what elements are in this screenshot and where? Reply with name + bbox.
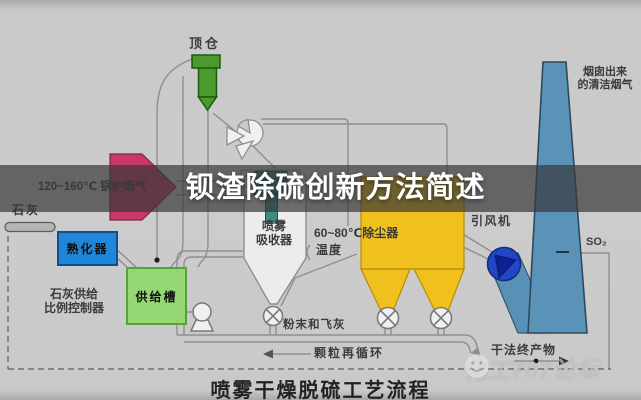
- powder-fly-ash-label: 粉末和飞灰: [283, 319, 346, 331]
- duct-b: [263, 123, 448, 215]
- product-arrowhead: [559, 356, 569, 366]
- supply-tank-box: 供给槽: [126, 267, 187, 325]
- dry-product-label: 干法终产物: [491, 343, 557, 357]
- product-dot: [533, 358, 539, 364]
- particle-recycle-label: 颗粒再循环: [314, 346, 385, 360]
- spray-absorber-line1: 喷雾: [261, 219, 286, 233]
- ratio-controller-line1: 石灰供给: [49, 287, 98, 301]
- ratio-controller-label: 石灰供给 比例控制器: [30, 287, 118, 315]
- top-bin-cone: [197, 96, 218, 112]
- top-bin-cap: [191, 54, 221, 69]
- atomizer-triangle-bottom: [235, 139, 255, 161]
- banner-title-text: 钡渣除硫创新方法简述: [185, 172, 486, 204]
- so2-label: SO₂: [586, 236, 607, 248]
- spray-absorber-label: 喷雾 吸收器: [243, 219, 305, 247]
- top-bin-label: 顶仓: [189, 36, 222, 51]
- top-bin: [191, 54, 221, 112]
- valve-drop-pipes: [269, 325, 445, 335]
- watermark-face-icon: [465, 354, 489, 378]
- pipe-bin-to-atomizer: [212, 112, 236, 132]
- slaker-box: 熟化器: [57, 231, 118, 266]
- title-banner: 钡渣除硫创新方法简述: [0, 165, 641, 212]
- recycle-pipe-outer: [177, 334, 479, 351]
- pipe-topbin-to-tank: [156, 57, 196, 257]
- ratio-controller-line2: 比例控制器: [43, 301, 104, 315]
- duct-a: [261, 118, 349, 226]
- lime-feed-bar: [4, 221, 56, 233]
- recycle-arrowhead: [263, 349, 273, 359]
- so2-sample-line: [578, 252, 610, 369]
- slurry-pump: [189, 302, 215, 332]
- collector-valve-right-x: [433, 310, 449, 326]
- slurry-loop-inner: [183, 256, 243, 335]
- slurry-loop-outer: [176, 250, 243, 335]
- absorber-valve-x: [265, 308, 281, 324]
- rotary-valves: [262, 305, 453, 330]
- pipe-bin-tip-down: [197, 110, 209, 268]
- dust-collector-hopper-right: [413, 268, 465, 312]
- tank-inlet-dot: [154, 257, 160, 263]
- pipe-left-feed: [170, 76, 184, 268]
- fan-blade-triangle: [494, 254, 517, 279]
- induced-draft-fan-label: 引风机: [471, 214, 512, 228]
- collector-valve-left-x: [380, 310, 396, 326]
- chimney-label: 烟囱出来 的清洁烟气: [570, 66, 640, 92]
- temperature-label: 温度: [316, 243, 343, 257]
- slaker-label: 熟化器: [66, 242, 109, 256]
- atomizer-symbol: [226, 118, 264, 161]
- chimney-label-line1: 烟囱出来: [583, 66, 627, 78]
- diagram-title: 喷雾干燥脱硫工艺流程: [210, 380, 431, 400]
- chimney-label-line2: 的清洁烟气: [577, 79, 633, 91]
- dashed-boundary: [7, 236, 611, 370]
- atomizer-notch: [237, 118, 251, 135]
- temperature-bracket: [306, 244, 311, 261]
- watermark: 化工707论坛: [463, 350, 601, 386]
- spray-absorber-line2: 吸收器: [255, 233, 292, 247]
- dust-collector-label: 60~80℃除尘器: [314, 226, 399, 240]
- dust-collector-hopper-left: [360, 268, 411, 312]
- top-bin-body: [197, 67, 218, 98]
- atomizer-triangle-left: [226, 125, 246, 147]
- temperature-leader-line: [280, 253, 358, 307]
- pump-body: [192, 302, 212, 322]
- recycle-pipe-inner: [184, 341, 472, 354]
- pipe-lines: [113, 57, 610, 369]
- supply-tank-label: 供给槽: [135, 289, 178, 304]
